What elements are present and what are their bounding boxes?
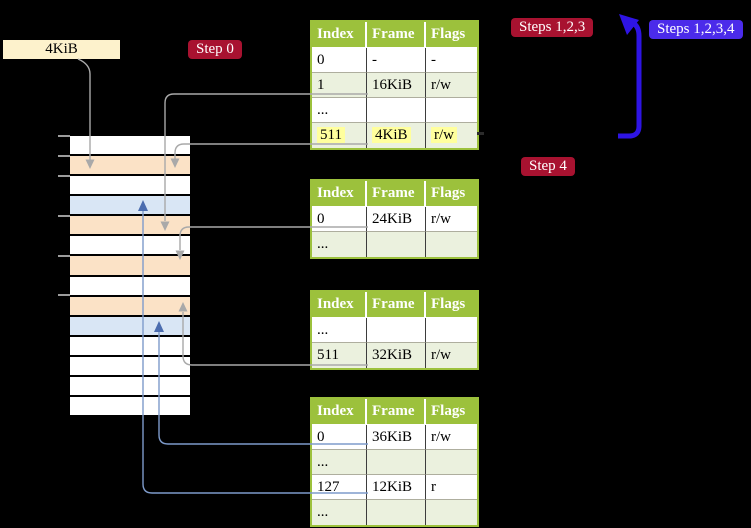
- memory-row: [70, 276, 190, 295]
- memory-tick: [58, 155, 70, 157]
- highlighted-value: r/w: [431, 127, 457, 143]
- highlighted-value: 511: [317, 127, 345, 143]
- memory-row: [70, 176, 190, 195]
- cell-frame: 12KiB: [367, 475, 426, 500]
- physical-memory-column: [70, 136, 190, 416]
- memory-row: [70, 376, 190, 396]
- cell-frame: [367, 232, 426, 257]
- cell-index: ...: [312, 232, 367, 257]
- cell-flags: [426, 450, 477, 475]
- memory-tick: [58, 215, 70, 217]
- col-header-frame: Frame: [367, 399, 426, 425]
- memory-row: [70, 397, 190, 416]
- memory-tick: [58, 175, 70, 177]
- col-header-frame: Frame: [367, 181, 426, 207]
- col-header-flags: Flags: [426, 22, 477, 48]
- cell-frame: 24KiB: [367, 207, 426, 232]
- cell-index: ...: [312, 98, 367, 123]
- memory-row: [70, 336, 190, 355]
- cell-frame: [367, 98, 426, 123]
- memory-row: [70, 256, 190, 275]
- memory-row: [70, 216, 190, 235]
- col-header-index: Index: [312, 399, 367, 425]
- cell-index: 511: [312, 343, 367, 368]
- cell-frame: [367, 318, 426, 343]
- cell-flags: r/w: [426, 123, 477, 148]
- page-table-level4: Index Frame Flags 0 36KiB r/w ... 127 12…: [310, 397, 479, 527]
- memory-row: [70, 196, 190, 215]
- cell-index: 0: [312, 48, 367, 73]
- cell-flags: -: [426, 48, 477, 73]
- page-table-level1: Index Frame Flags 0 - - 1 16KiB r/w ... …: [310, 20, 479, 150]
- cell-index: 511: [312, 123, 367, 148]
- memory-row: [70, 356, 190, 375]
- memory-tick: [58, 294, 70, 296]
- cell-index: ...: [312, 450, 367, 475]
- cell-flags: r/w: [426, 207, 477, 232]
- col-header-index: Index: [312, 181, 367, 207]
- cell-flags: r/w: [426, 73, 477, 98]
- cell-index: 1: [312, 73, 367, 98]
- col-header-index: Index: [312, 292, 367, 318]
- col-header-flags: Flags: [426, 181, 477, 207]
- cell-flags: r: [426, 475, 477, 500]
- step4-badge: Step 4: [521, 157, 575, 176]
- steps1234-badge: Steps 1,2,3,4: [649, 20, 743, 39]
- cell-frame: 32KiB: [367, 343, 426, 368]
- page-table-level2: Index Frame Flags 0 24KiB r/w ...: [310, 179, 479, 259]
- col-header-frame: Frame: [367, 292, 426, 318]
- cell-flags: [426, 318, 477, 343]
- cell-frame: [367, 450, 426, 475]
- cell-flags: [426, 98, 477, 123]
- cell-index: 0: [312, 425, 367, 450]
- cell-flags: r/w: [426, 425, 477, 450]
- page-table-level3: Index Frame Flags ... 511 32KiB r/w: [310, 290, 479, 370]
- cell-frame: 16KiB: [367, 73, 426, 98]
- steps123-badge: Steps 1,2,3: [511, 18, 594, 37]
- cell-frame: [367, 500, 426, 525]
- col-header-frame: Frame: [367, 22, 426, 48]
- steps-loop-arrow: [618, 19, 642, 139]
- cell-frame: 4KiB: [367, 123, 426, 148]
- cell-index: ...: [312, 500, 367, 525]
- col-header-index: Index: [312, 22, 367, 48]
- highlighted-value: 4KiB: [372, 127, 411, 143]
- memory-tick: [58, 135, 70, 137]
- step0-badge: Step 0: [188, 40, 242, 59]
- memory-row: [70, 296, 190, 315]
- cell-frame: -: [367, 48, 426, 73]
- col-header-flags: Flags: [426, 399, 477, 425]
- cell-frame: 36KiB: [367, 425, 426, 450]
- memory-tick: [58, 255, 70, 257]
- cell-index: 0: [312, 207, 367, 232]
- memory-row: [70, 236, 190, 255]
- arrowhead-upleft-icon: [619, 14, 639, 35]
- cell-index: ...: [312, 318, 367, 343]
- cell-flags: [426, 500, 477, 525]
- memory-row: [70, 156, 190, 175]
- cell-index: 127: [312, 475, 367, 500]
- memory-row: [70, 136, 190, 155]
- cell-flags: [426, 232, 477, 257]
- page-size-label: 4KiB: [3, 40, 120, 59]
- memory-row: [70, 316, 190, 335]
- cell-flags: r/w: [426, 343, 477, 368]
- col-header-flags: Flags: [426, 292, 477, 318]
